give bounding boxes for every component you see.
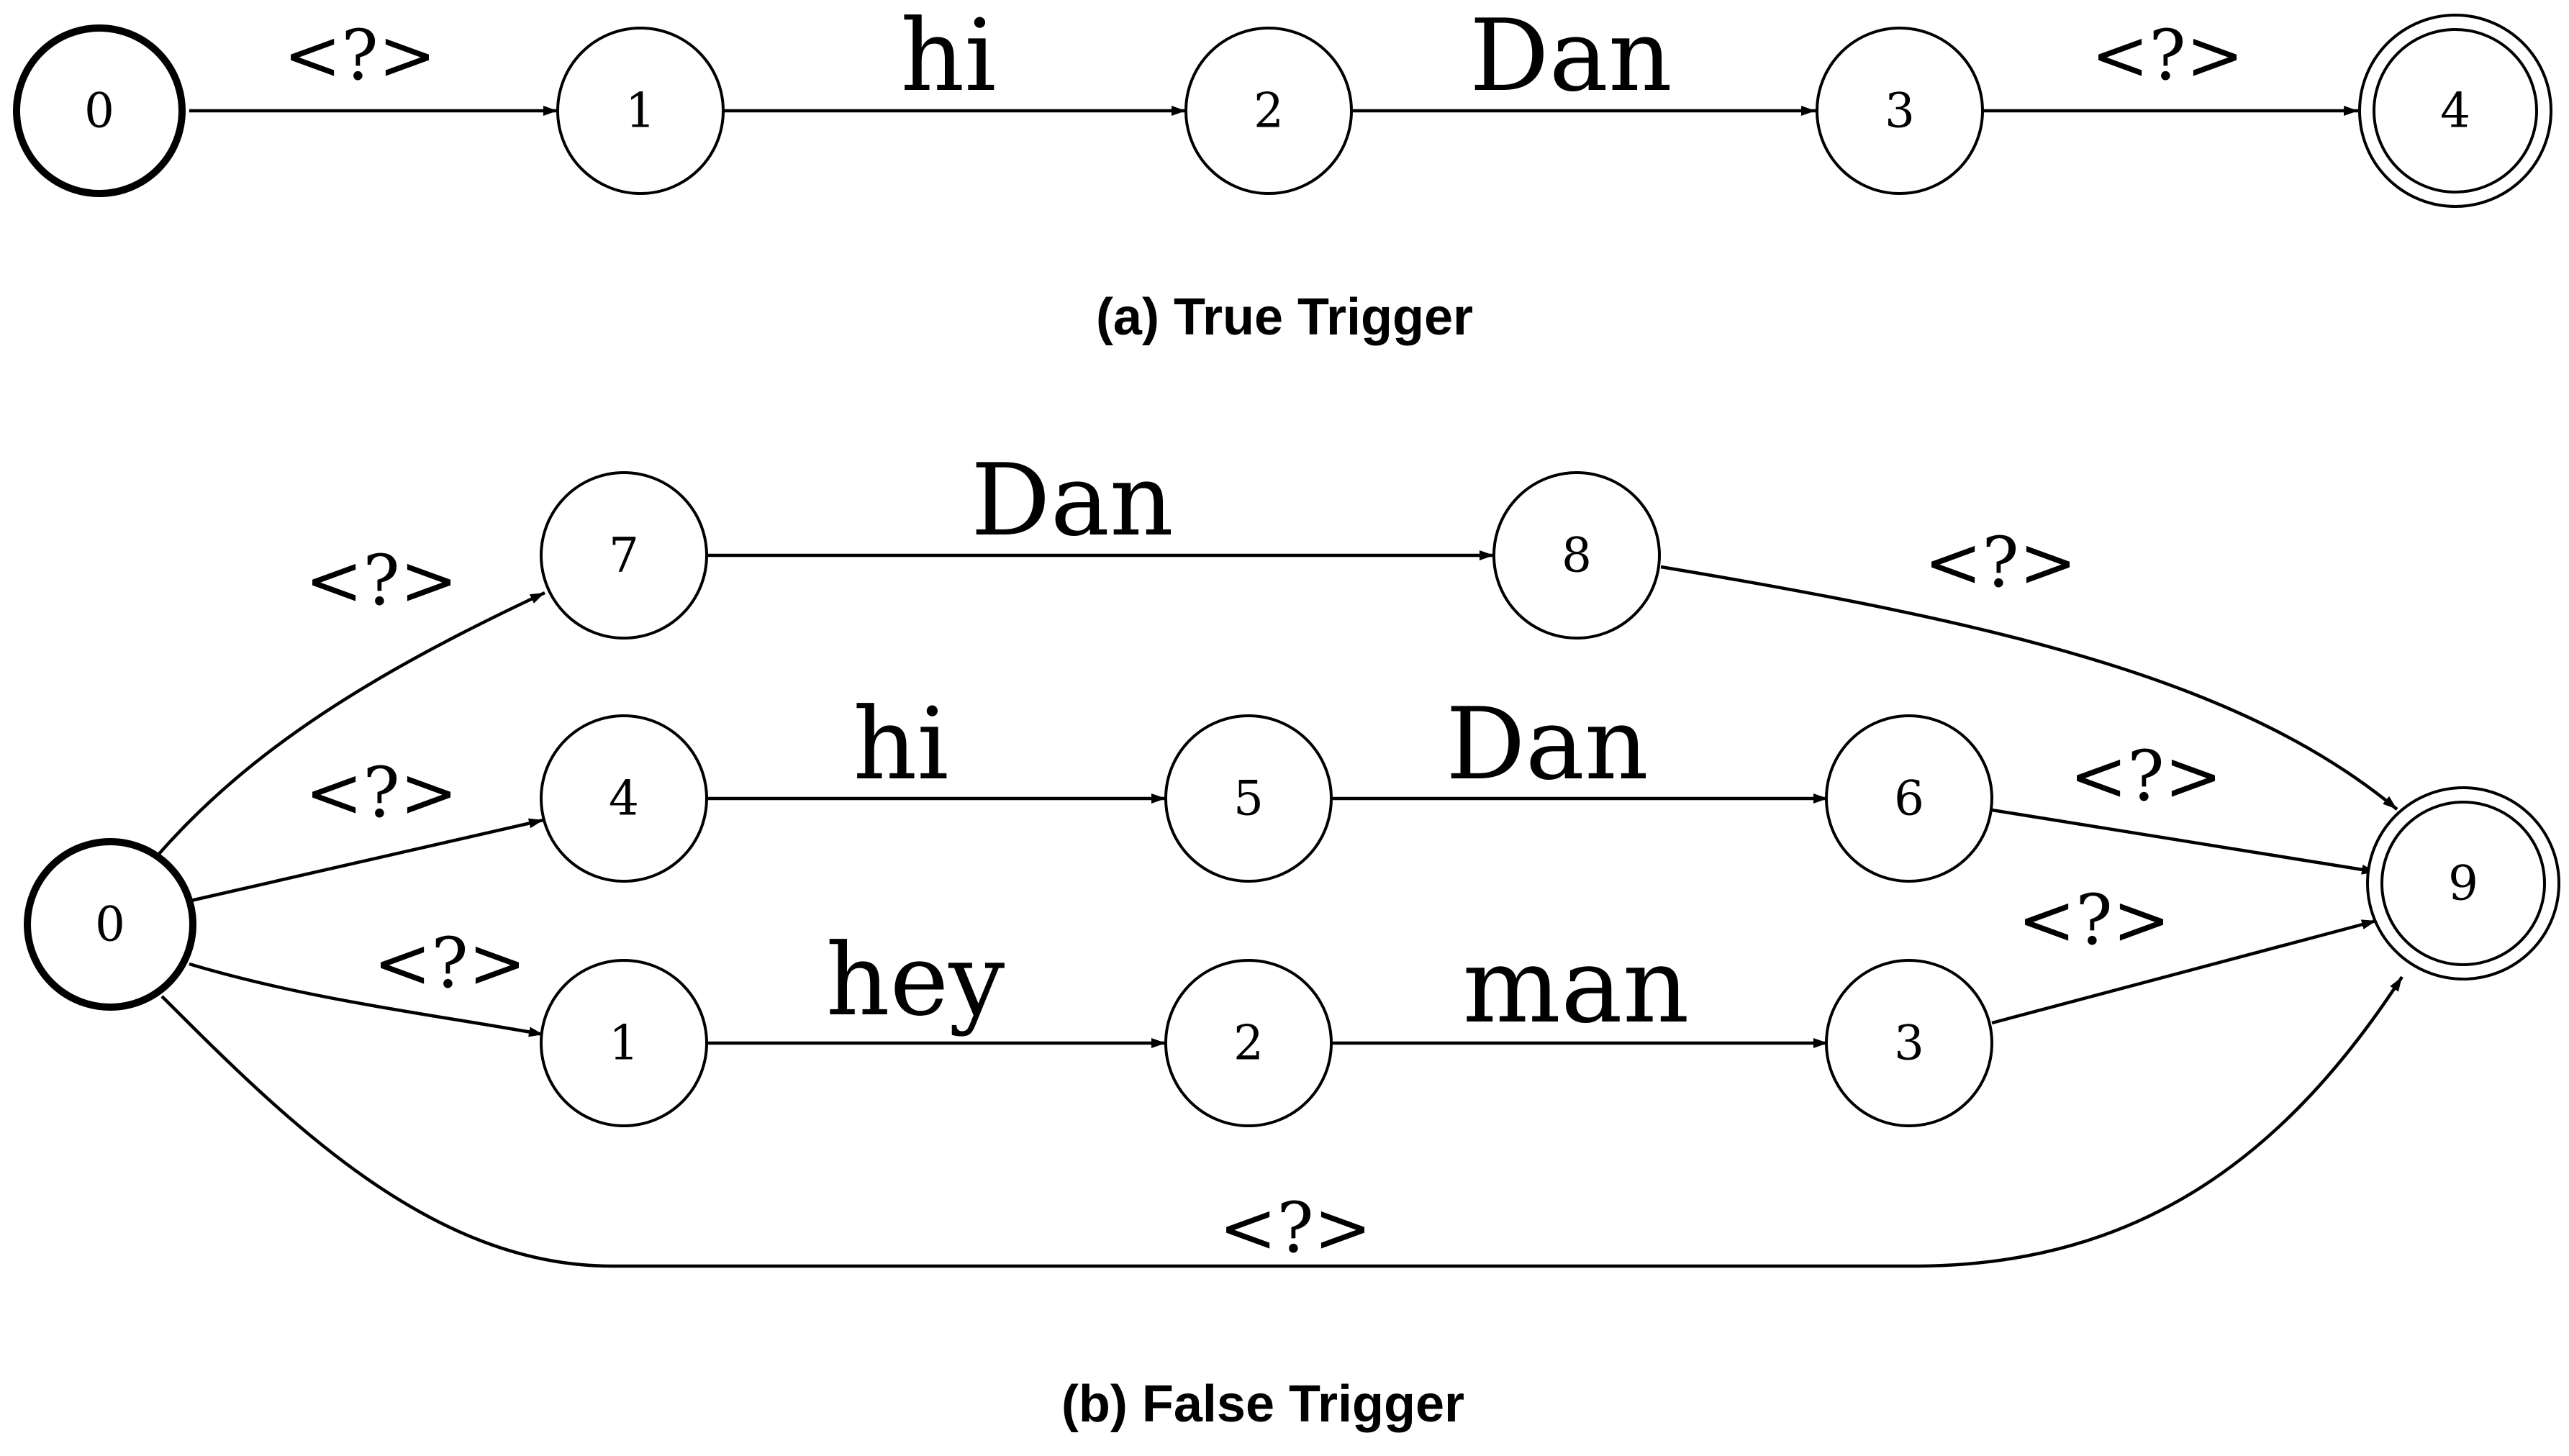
state-label-b-9: 9 <box>2448 856 2478 911</box>
state-node-b-2: 2 <box>1164 959 1333 1127</box>
edge-label-b-1-2: hey <box>826 922 1005 1038</box>
state-label-b-7: 7 <box>609 528 639 583</box>
true-trigger-diagram: <?> hi Dan <?> 0 1 2 3 4 (a) True Trigge… <box>13 0 2552 346</box>
edge-b-0-9 <box>160 975 2403 1268</box>
edge-label-b-0-1: <?> <box>373 923 526 1004</box>
state-node-b-3: 3 <box>1825 959 1993 1127</box>
state-label-a-2: 2 <box>1254 83 1284 139</box>
state-label-a-0: 0 <box>84 83 114 139</box>
state-label-b-1: 1 <box>609 1016 639 1071</box>
state-label-b-8: 8 <box>1562 528 1592 583</box>
edge-label-b-0-7: <?> <box>305 540 458 621</box>
state-node-a-3: 3 <box>1816 27 1984 195</box>
state-node-a-1: 1 <box>556 27 725 195</box>
state-label-b-5: 5 <box>1233 771 1264 827</box>
edge-b-8-9 <box>1660 565 2398 811</box>
state-node-b-1: 1 <box>540 959 708 1127</box>
edge-b-6-9 <box>1991 808 2377 875</box>
edge-label-a-2-3: Dan <box>1469 0 1672 114</box>
edge-label-b-0-9: <?> <box>1219 1188 1372 1268</box>
edge-label-b-4-5: hi <box>853 686 948 802</box>
state-label-b-0: 0 <box>95 897 125 952</box>
state-node-b-4: 4 <box>540 714 708 883</box>
edge-b-0-1 <box>189 962 544 1037</box>
edge-b-0-7 <box>157 591 545 856</box>
state-node-b-7: 7 <box>540 471 708 640</box>
state-node-a-2: 2 <box>1184 27 1353 195</box>
state-label-b-2: 2 <box>1233 1016 1264 1071</box>
edge-label-b-5-6: Dan <box>1446 686 1649 802</box>
edge-label-b-0-4: <?> <box>305 752 458 833</box>
state-label-b-6: 6 <box>1894 771 1924 827</box>
state-node-a-0: 0 <box>13 24 186 197</box>
edge-label-b-3-9: <?> <box>2018 880 2170 960</box>
state-label-b-4: 4 <box>609 771 639 827</box>
accept-node-a-4: 4 <box>2358 14 2552 208</box>
state-node-b-5: 5 <box>1164 714 1333 883</box>
edge-label-b-2-3: man <box>1462 925 1689 1046</box>
state-label-a-3: 3 <box>1885 83 1915 139</box>
edge-label-a-1-2: hi <box>900 0 996 114</box>
edge-b-0-4 <box>190 818 544 903</box>
start-node-b-0: 0 <box>24 838 196 1011</box>
accept-node-b-9: 9 <box>2366 786 2560 980</box>
edge-label-b-6-9: <?> <box>2070 736 2222 816</box>
edge-label-a-3-4: <?> <box>2091 15 2244 96</box>
caption-true-trigger: (a) True Trigger <box>1096 288 1473 346</box>
edge-b-3-9 <box>1991 919 2377 1025</box>
edge-label-b-7-8: Dan <box>971 442 1174 558</box>
state-label-a-4: 4 <box>2440 83 2470 139</box>
state-node-b-6: 6 <box>1825 714 1993 883</box>
false-trigger-diagram: <?> Dan <?> <?> hi Dan <?> <?> hey man <… <box>24 442 2560 1433</box>
edge-label-a-0-1: <?> <box>284 15 436 96</box>
state-label-a-1: 1 <box>625 83 656 139</box>
caption-false-trigger: (b) False Trigger <box>1061 1375 1464 1433</box>
state-node-b-8: 8 <box>1492 471 1661 640</box>
edge-label-b-8-9: <?> <box>1924 522 2077 603</box>
state-label-b-3: 3 <box>1894 1016 1924 1071</box>
